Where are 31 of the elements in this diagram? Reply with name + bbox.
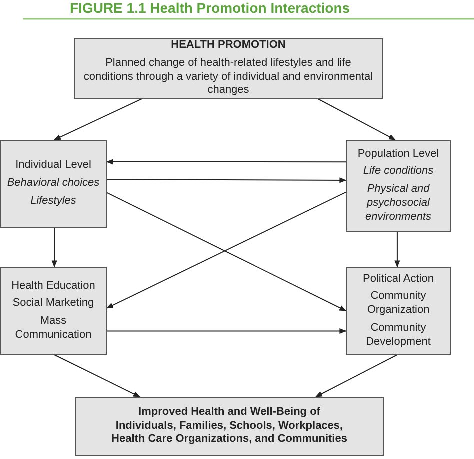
box-text: Improved Health and Well-Being of Individuals, Families, Schools, Workplaces, Health Care Organizations, and Communities	[110, 406, 348, 448]
box-heading: HEALTH PROMOTION	[170, 39, 287, 53]
box-text: Life conditions	[363, 165, 434, 180]
box-text: Health Education	[12, 280, 96, 294]
arrow	[52, 228, 58, 268]
box-text: Planned change of health-related lifestyles and life conditions through a variety of individual and environmental changes	[82, 56, 374, 98]
figure-title: FIGURE 1.1 Health Promotion Interactions	[70, 0, 350, 16]
box-text: Individual Level	[16, 159, 92, 174]
process-box	[346, 140, 451, 232]
box-text: Community Organization	[366, 290, 431, 318]
box-text: Mass Communication	[14, 315, 93, 342]
arrow	[106, 328, 347, 334]
process-box	[346, 267, 451, 355]
box-text: Behavioral choices	[7, 177, 100, 191]
arrow	[54, 98, 142, 140]
box-text: Social Marketing	[12, 297, 94, 311]
arrow	[106, 159, 346, 165]
box-text: Physical and psychosocial environments	[364, 183, 433, 224]
process-box	[0, 267, 107, 355]
arrow	[394, 232, 400, 268]
process-box	[0, 140, 107, 228]
arrow	[54, 354, 141, 398]
box-text: Population Level	[358, 148, 440, 162]
arrow	[318, 98, 396, 140]
arrow	[315, 354, 398, 398]
box-text: Political Action	[363, 272, 434, 286]
box-text: Community Development	[365, 322, 432, 350]
arrow	[106, 178, 347, 184]
box-text: Lifestyles	[30, 194, 76, 209]
process-box	[75, 397, 384, 456]
process-box	[74, 38, 383, 99]
